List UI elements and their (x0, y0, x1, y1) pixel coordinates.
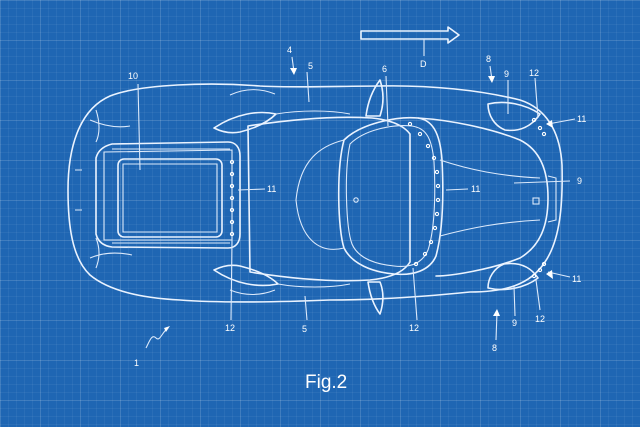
label-11-windshield: 11 (471, 184, 480, 194)
figure-caption: Fig.2 (305, 372, 347, 393)
label-12-bottom-left: 12 (225, 323, 235, 333)
fastener-dots-windshield (407, 121, 441, 267)
engine-cover (95, 141, 241, 249)
label-8-top: 8 (486, 54, 491, 64)
label-9-top: 9 (504, 69, 509, 79)
label-4: 4 (287, 45, 292, 55)
fastener-dots-rear (229, 159, 235, 237)
hood (417, 117, 549, 277)
reference-labels: 1 4 5 5 6 8 8 9 9 9 10 11 11 11 11 12 12… (128, 45, 586, 368)
direction-arrow (360, 26, 460, 44)
label-11-front-top: 11 (577, 114, 586, 124)
label-9-right: 9 (577, 176, 582, 186)
leader-arrowheads (164, 68, 553, 332)
headlight-top (487, 101, 541, 132)
label-5-bottom: 5 (302, 324, 307, 334)
fastener-dots-front (531, 117, 547, 279)
label-12-top: 12 (529, 68, 539, 78)
label-6: 6 (382, 64, 387, 74)
label-11-front-bottom: 11 (572, 274, 581, 284)
direction-label: D (420, 59, 427, 69)
label-12-bottom-mid: 12 (409, 323, 419, 333)
label-11-engine: 11 (267, 184, 276, 194)
label-9-bottom: 9 (512, 318, 517, 328)
label-1: 1 (134, 358, 139, 368)
label-12-bottom-right: 12 (535, 314, 545, 324)
cabin-outline (247, 116, 411, 282)
mirror-right (367, 281, 384, 315)
car-body-outline (67, 83, 563, 303)
label-8-bottom: 8 (492, 343, 497, 353)
label-5-top: 5 (308, 61, 313, 71)
engine-window (117, 158, 223, 238)
label-10: 10 (128, 71, 138, 81)
mirror-left (365, 79, 384, 117)
